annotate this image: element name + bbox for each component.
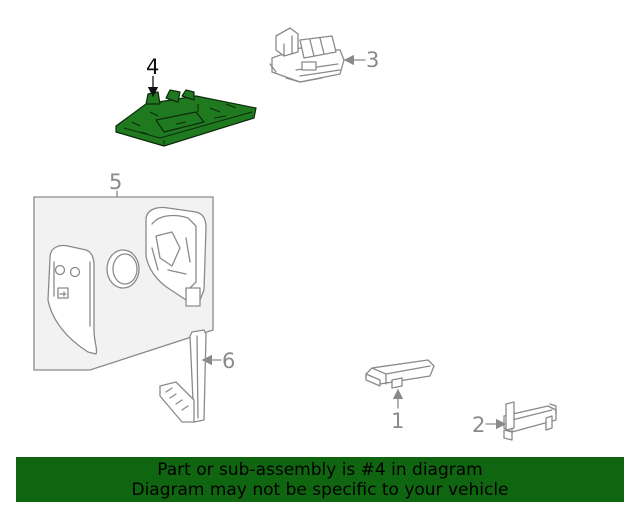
part-info-banner: Part or sub-assembly is #4 in diagram Di… xyxy=(16,457,624,502)
callout-5: 5 xyxy=(109,170,122,194)
callout-6: 6 xyxy=(222,349,235,373)
callout-1: 1 xyxy=(391,409,404,433)
part-1-bracket[interactable] xyxy=(365,359,435,389)
key-fob-case xyxy=(145,206,207,301)
part-2-bracket[interactable] xyxy=(503,401,557,441)
callout-3: 3 xyxy=(366,48,379,72)
coin-battery xyxy=(106,249,140,289)
callout-2: 2 xyxy=(472,413,485,437)
part-3-receiver-module[interactable] xyxy=(269,27,345,83)
part-6-key-blade[interactable] xyxy=(159,329,207,423)
banner-line-1: Part or sub-assembly is #4 in diagram xyxy=(157,459,483,480)
part-4-bracket[interactable] xyxy=(115,89,257,147)
callout-4: 4 xyxy=(146,55,159,79)
part-5-key-fob-assembly[interactable] xyxy=(33,196,214,371)
banner-line-2: Diagram may not be specific to your vehi… xyxy=(131,479,509,500)
